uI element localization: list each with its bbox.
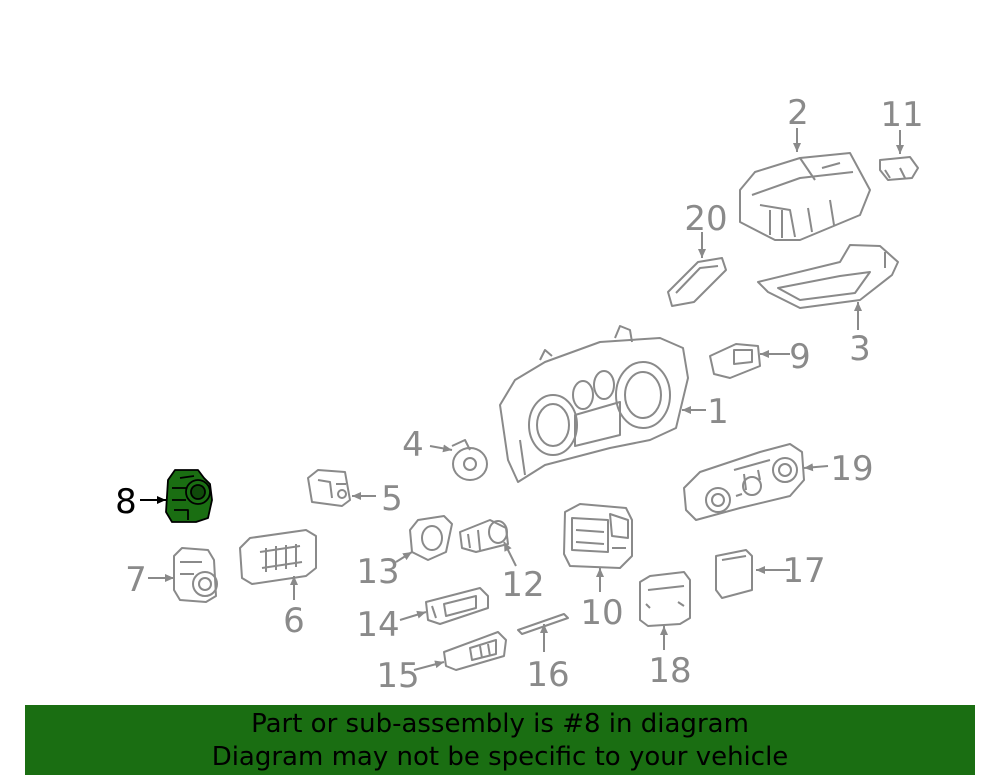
label-19: 19 bbox=[830, 449, 873, 489]
label-2: 2 bbox=[787, 93, 809, 133]
part-20-switch bbox=[667, 257, 727, 307]
part-8-headlamp-switch bbox=[165, 469, 213, 523]
part-3-bracket bbox=[757, 244, 899, 309]
part-7-switch bbox=[173, 547, 218, 603]
part-13-bezel bbox=[409, 515, 453, 561]
label-14: 14 bbox=[356, 605, 399, 645]
part-6-switch-bank bbox=[239, 529, 317, 585]
parts-diagram: 2 11 20 3 9 1 4 19 8 5 7 13 12 17 10 6 1… bbox=[115, 93, 923, 696]
part-5-switch bbox=[307, 469, 351, 507]
part-2-bezel bbox=[739, 152, 871, 241]
part-12-cylinder bbox=[459, 519, 509, 553]
label-3: 3 bbox=[849, 329, 871, 369]
part-14-switch bbox=[425, 587, 489, 625]
label-1: 1 bbox=[707, 392, 729, 432]
part-17-module bbox=[715, 549, 753, 599]
label-4: 4 bbox=[402, 425, 424, 465]
info-banner: Part or sub-assembly is #8 in diagram Di… bbox=[25, 705, 975, 775]
label-10: 10 bbox=[580, 593, 623, 633]
part-1-cluster bbox=[499, 325, 689, 483]
part-labels: 2 11 20 3 9 1 4 19 8 5 7 13 12 17 10 6 1… bbox=[115, 93, 923, 696]
leader-arrows bbox=[148, 128, 904, 671]
label-11: 11 bbox=[880, 95, 923, 135]
label-6: 6 bbox=[283, 601, 305, 641]
part-9-switch bbox=[709, 343, 761, 379]
label-15: 15 bbox=[376, 656, 419, 696]
label-13: 13 bbox=[356, 552, 399, 592]
part-16-trim bbox=[517, 613, 569, 635]
label-5: 5 bbox=[381, 479, 403, 519]
part-18-module bbox=[639, 571, 691, 627]
part-10-module bbox=[563, 503, 633, 569]
banner-line-2: Diagram may not be specific to your vehi… bbox=[211, 742, 789, 772]
banner-line-1: Part or sub-assembly is #8 in diagram bbox=[251, 709, 749, 739]
label-16: 16 bbox=[526, 655, 569, 695]
part-11-clip bbox=[879, 156, 919, 181]
label-18: 18 bbox=[648, 651, 691, 691]
label-12: 12 bbox=[501, 565, 544, 605]
label-8: 8 bbox=[115, 482, 137, 522]
part-15-switch bbox=[443, 631, 507, 671]
label-17: 17 bbox=[782, 551, 825, 591]
label-7: 7 bbox=[125, 560, 147, 600]
label-9: 9 bbox=[789, 337, 811, 377]
label-20: 20 bbox=[684, 199, 727, 239]
part-4-knob bbox=[451, 439, 488, 481]
part-19-climate-control bbox=[683, 443, 805, 521]
